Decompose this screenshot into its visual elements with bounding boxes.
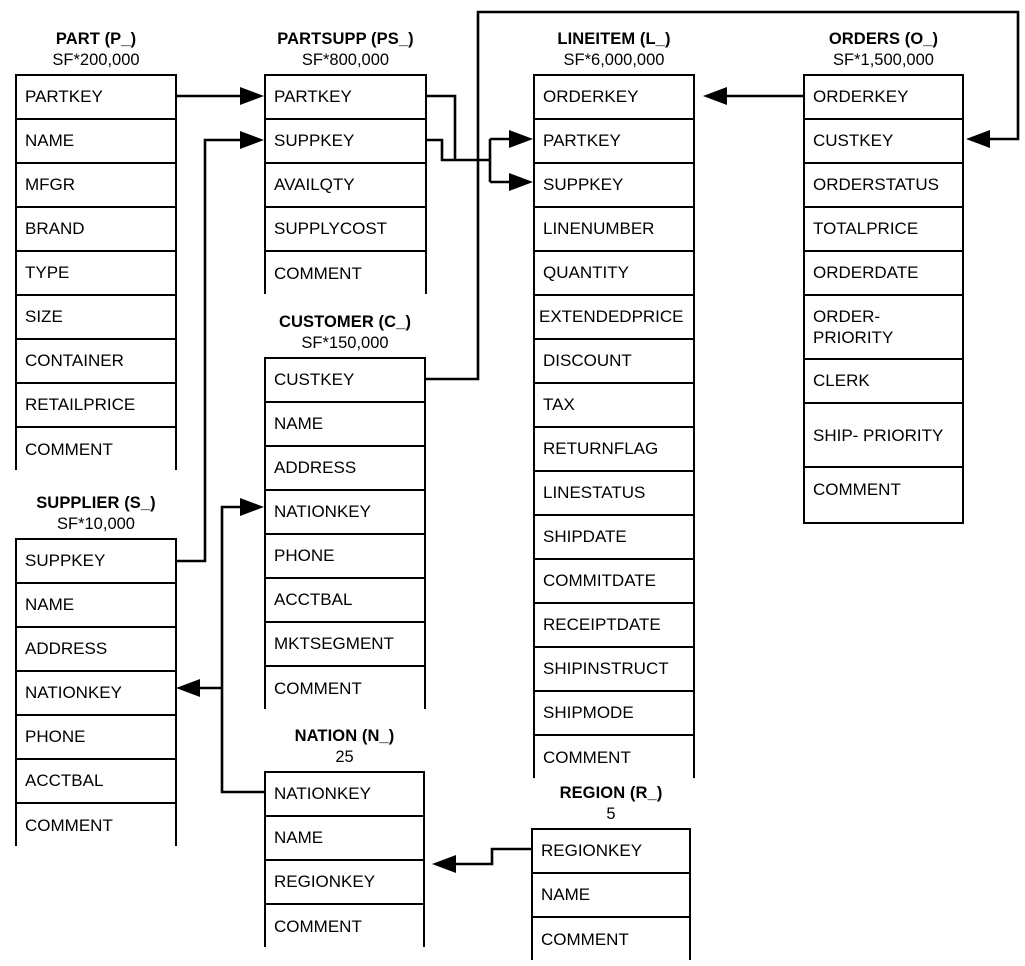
link-supplier-partsupp <box>177 131 264 563</box>
attr-orders-totalprice[interactable]: TOTALPRICE <box>805 208 962 252</box>
attr-lineitem-tax[interactable]: TAX <box>535 384 693 428</box>
attr-orders-comment[interactable]: COMMENT <box>805 468 962 512</box>
attr-supplier-address[interactable]: ADDRESS <box>17 628 175 672</box>
entity-region-title: REGION (R_) <box>559 784 663 802</box>
attr-region-comment[interactable]: COMMENT <box>533 918 689 962</box>
entity-region-cardinality: 5 <box>606 805 616 823</box>
attr-nation-comment[interactable]: COMMENT <box>266 905 423 949</box>
attr-supplier-name[interactable]: NAME <box>17 584 175 628</box>
attr-orders-shippriority[interactable]: SHIP- PRIORITY <box>805 404 962 468</box>
attr-orders-orderdate[interactable]: ORDERDATE <box>805 252 962 296</box>
attr-nation-nationkey[interactable]: NATIONKEY <box>266 773 423 817</box>
attr-lineitem-comment[interactable]: COMMENT <box>535 736 693 780</box>
entity-orders-cardinality: SF*1,500,000 <box>833 51 934 69</box>
attr-customer-address[interactable]: ADDRESS <box>266 447 424 491</box>
entity-supplier-title: SUPPLIER (S_) <box>36 494 156 512</box>
attr-lineitem-partkey[interactable]: PARTKEY <box>535 120 693 164</box>
entity-supplier-cardinality: SF*10,000 <box>57 515 135 533</box>
attr-supplier-phone[interactable]: PHONE <box>17 716 175 760</box>
attr-lineitem-suppkey[interactable]: SUPPKEY <box>535 164 693 208</box>
entity-lineitem-cardinality: SF*6,000,000 <box>563 51 665 69</box>
attr-part-type[interactable]: TYPE <box>17 252 175 296</box>
link-orders-lineitem <box>703 87 803 105</box>
attr-orders-clerk[interactable]: CLERK <box>805 360 962 404</box>
attr-partsupp-suppkey[interactable]: SUPPKEY <box>266 120 425 164</box>
attr-supplier-comment[interactable]: COMMENT <box>17 804 175 848</box>
attr-nation-name[interactable]: NAME <box>266 817 423 861</box>
attr-orders-orderkey[interactable]: ORDERKEY <box>805 76 962 120</box>
entity-lineitem-title: LINEITEM (L_) <box>557 30 671 48</box>
attr-customer-phone[interactable]: PHONE <box>266 535 424 579</box>
attr-lineitem-shipinstruct[interactable]: SHIPINSTRUCT <box>535 648 693 692</box>
attr-customer-custkey[interactable]: CUSTKEY <box>266 359 424 403</box>
entity-part-title: PART (P_) <box>55 30 137 48</box>
attr-lineitem-linenumber[interactable]: LINENUMBER <box>535 208 693 252</box>
attr-region-regionkey[interactable]: REGIONKEY <box>533 830 689 874</box>
attr-partsupp-comment[interactable]: COMMENT <box>266 252 425 296</box>
attr-nation-regionkey[interactable]: REGIONKEY <box>266 861 423 905</box>
attr-lineitem-commitdate[interactable]: COMMITDATE <box>535 560 693 604</box>
entity-customer-cardinality: SF*150,000 <box>301 334 389 352</box>
attr-part-container[interactable]: CONTAINER <box>17 340 175 384</box>
attr-orders-custkey[interactable]: CUSTKEY <box>805 120 962 164</box>
attr-lineitem-returnflag[interactable]: RETURNFLAG <box>535 428 693 472</box>
entity-partsupp-title: PARTSUPP (PS_) <box>277 30 414 48</box>
attr-part-size[interactable]: SIZE <box>17 296 175 340</box>
attr-customer-acctbal[interactable]: ACCTBAL <box>266 579 424 623</box>
entity-nation-cardinality: 25 <box>335 748 354 766</box>
attr-partsupp-partkey[interactable]: PARTKEY <box>266 76 425 120</box>
link-nation-customer-supplier <box>176 498 264 794</box>
attr-customer-comment[interactable]: COMMENT <box>266 667 424 711</box>
entity-customer-title: CUSTOMER (C_) <box>278 313 412 331</box>
attr-customer-mktsegment[interactable]: MKTSEGMENT <box>266 623 424 667</box>
entity-orders-title: ORDERS (O_) <box>828 30 939 48</box>
attr-customer-nationkey[interactable]: NATIONKEY <box>266 491 424 535</box>
attr-supplier-acctbal[interactable]: ACCTBAL <box>17 760 175 804</box>
entity-part-cardinality: SF*200,000 <box>52 51 140 69</box>
attr-lineitem-quantity[interactable]: QUANTITY <box>535 252 693 296</box>
attr-lineitem-receiptdate[interactable]: RECEIPTDATE <box>535 604 693 648</box>
attr-customer-name[interactable]: NAME <box>266 403 424 447</box>
attr-lineitem-linestatus[interactable]: LINESTATUS <box>535 472 693 516</box>
attr-supplier-nationkey[interactable]: NATIONKEY <box>17 672 175 716</box>
attr-part-retailprice[interactable]: RETAILPRICE <box>17 384 175 428</box>
attr-lineitem-shipdate[interactable]: SHIPDATE <box>535 516 693 560</box>
attr-part-partkey[interactable]: PARTKEY <box>17 76 175 120</box>
attr-lineitem-orderkey[interactable]: ORDERKEY <box>535 76 693 120</box>
attr-part-name[interactable]: NAME <box>17 120 175 164</box>
link-part-partsupp <box>177 87 264 105</box>
attr-part-mfgr[interactable]: MFGR <box>17 164 175 208</box>
attr-partsupp-availqty[interactable]: AVAILQTY <box>266 164 425 208</box>
attr-lineitem-shipmode[interactable]: SHIPMODE <box>535 692 693 736</box>
attr-orders-orderstatus[interactable]: ORDERSTATUS <box>805 164 962 208</box>
attr-region-name[interactable]: NAME <box>533 874 689 918</box>
attr-supplier-suppkey[interactable]: SUPPKEY <box>17 540 175 584</box>
link-partsupp-lineitem <box>427 94 533 191</box>
attr-part-comment[interactable]: COMMENT <box>17 428 175 472</box>
entity-nation-title: NATION (N_) <box>294 727 395 745</box>
link-region-nation <box>432 847 531 873</box>
attr-part-brand[interactable]: BRAND <box>17 208 175 252</box>
attr-lineitem-extendedprice[interactable]: EXTENDEDPRICE <box>535 296 693 340</box>
attr-lineitem-discount[interactable]: DISCOUNT <box>535 340 693 384</box>
attr-orders-orderpriority[interactable]: ORDER- PRIORITY <box>805 296 962 360</box>
entity-partsupp-cardinality: SF*800,000 <box>301 51 390 69</box>
attr-partsupp-supplycost[interactable]: SUPPLYCOST <box>266 208 425 252</box>
